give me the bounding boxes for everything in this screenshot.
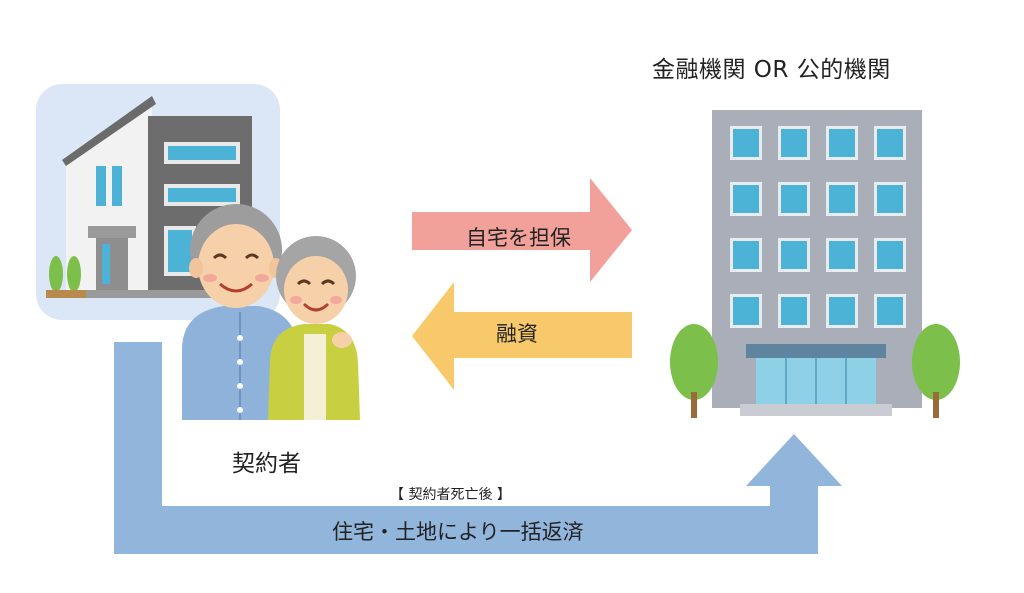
building-window — [733, 241, 759, 269]
repayment-arrow — [114, 342, 842, 554]
building-window — [733, 297, 759, 325]
collateral-arrow — [412, 178, 632, 282]
woman-eye — [296, 279, 312, 286]
house-right-window-2-glass — [168, 188, 236, 202]
building-window — [829, 185, 855, 213]
loan-label: 融資 — [496, 322, 538, 346]
house-roof — [62, 96, 156, 166]
after-death-label: 【 契約者死亡後 】 — [390, 487, 511, 503]
building-windows — [730, 126, 906, 328]
woman-hand — [332, 332, 352, 348]
man-button — [237, 359, 243, 365]
elderly-couple-illustration — [182, 204, 360, 420]
tree-icon — [670, 324, 718, 400]
building-window — [733, 129, 759, 157]
man-ear — [189, 258, 203, 278]
building-window — [781, 185, 807, 213]
house-right-window-3-glass — [168, 230, 192, 272]
repayment-label: 住宅・土地により一括返済 — [332, 520, 584, 544]
man-face — [198, 224, 274, 308]
man-button — [237, 383, 243, 389]
plant-icon — [49, 256, 63, 292]
building-window — [877, 241, 903, 269]
woman-cheek — [290, 296, 302, 304]
building-window — [781, 129, 807, 157]
woman-eye — [320, 279, 336, 286]
building-window — [877, 297, 903, 325]
planter — [46, 290, 86, 298]
tree-trunk — [933, 392, 939, 418]
building-window — [781, 241, 807, 269]
collateral-label: 自宅を担保 — [466, 226, 571, 250]
man-button — [237, 335, 243, 341]
building-window — [877, 129, 903, 157]
institution-label: 金融機関 OR 公的機関 — [652, 57, 891, 83]
house-left-window-2 — [112, 166, 122, 206]
house-right-window-1-glass — [168, 146, 236, 160]
loan-arrow — [412, 282, 632, 390]
house-door-glass — [102, 244, 110, 284]
house-base — [60, 290, 256, 298]
woman-smile — [302, 302, 330, 312]
plant-icon — [67, 256, 81, 292]
woman-inner-shirt — [304, 334, 326, 420]
man-eye — [212, 253, 228, 260]
man-cheek — [203, 274, 217, 282]
building-window — [829, 241, 855, 269]
tree-trunk — [691, 392, 697, 418]
building-base — [740, 404, 892, 416]
house-door-frame — [88, 226, 136, 238]
man-button — [237, 407, 243, 413]
building-window — [829, 297, 855, 325]
woman-face — [284, 256, 348, 324]
house-left-window-1 — [96, 166, 106, 206]
man-eye — [244, 253, 260, 260]
tree-icon — [912, 324, 960, 400]
woman-cheek — [330, 296, 342, 304]
contractor-label: 契約者 — [232, 451, 301, 477]
office-building-illustration — [670, 110, 960, 418]
building-awning — [746, 344, 886, 358]
man-cheek — [255, 274, 269, 282]
building-window — [733, 185, 759, 213]
building-window — [877, 185, 903, 213]
man-smile — [219, 282, 253, 293]
house-door — [96, 238, 128, 292]
building-window — [829, 129, 855, 157]
building-window — [781, 297, 807, 325]
